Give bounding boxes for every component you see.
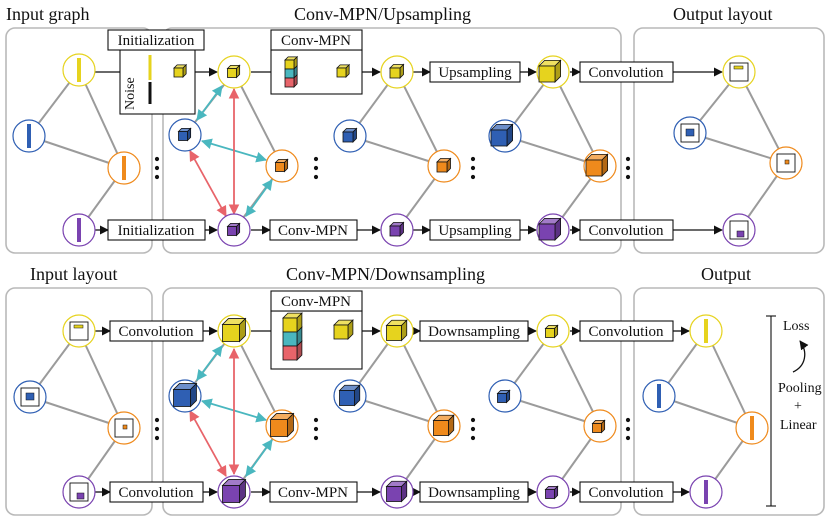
cube-icon — [436, 157, 452, 173]
room-bar-icon — [27, 124, 31, 148]
cube-icon — [389, 63, 405, 79]
room-mask-icon — [69, 321, 89, 341]
convolution-label-bottom-4: Convolution — [588, 485, 664, 501]
cube-icon — [490, 123, 514, 147]
convmpn-label-top-bottom: Conv-MPN — [278, 223, 348, 239]
title-input-graph: Input graph — [6, 4, 89, 24]
cube-icon — [342, 127, 358, 143]
convmpn-inset-label-bottom: Conv-MPN — [281, 294, 351, 310]
convmpn-inset-label-top: Conv-MPN — [281, 33, 351, 49]
cube-icon — [226, 222, 241, 237]
cube-icon — [585, 153, 609, 177]
cube-icon — [538, 217, 562, 241]
cube-stack-icon — [282, 312, 303, 361]
cube-icon — [389, 221, 405, 237]
convolution-label-bottom-3: Convolution — [118, 485, 194, 501]
convolution-label-bottom-1: Convolution — [118, 324, 194, 340]
pooling-label: Pooling — [778, 381, 822, 396]
convmpn-label-bottom: Conv-MPN — [278, 485, 348, 501]
cube-icon — [432, 414, 455, 437]
room-mask-icon — [114, 418, 134, 438]
convolution-label-top: Convolution — [588, 65, 664, 81]
panel-input-graph — [5, 27, 153, 254]
room-mask-icon — [729, 220, 749, 240]
initialization-label-top: Initialization — [118, 33, 195, 49]
ellipsis-dots-icon — [313, 417, 319, 441]
downsampling-label-top: Downsampling — [428, 324, 520, 340]
room-mask-icon — [20, 387, 40, 407]
cube-icon — [544, 485, 559, 500]
convmpn-inset-top: Conv-MPN — [270, 29, 363, 95]
message-passing-arrows — [189, 85, 273, 477]
panel-convmpn-downsampling — [162, 287, 622, 516]
initialization-label-box — [107, 29, 205, 51]
room-bar-icon — [77, 58, 81, 82]
ellipsis-dots-icon — [313, 156, 319, 180]
convolution-label-top-bottom: Convolution — [588, 223, 664, 239]
ellipsis-dots-icon — [154, 417, 160, 441]
upsampling-label-top: Upsampling — [438, 65, 512, 81]
loss-head: Loss Pooling + Linear — [766, 315, 822, 507]
cube-icon — [496, 389, 511, 404]
panel-output-layout — [633, 27, 825, 254]
cube-icon — [338, 384, 361, 407]
ellipsis-dots-icon — [625, 417, 631, 441]
cube-icon — [591, 419, 606, 434]
cube-icon — [333, 319, 354, 340]
cube-icon — [221, 478, 247, 504]
room-bar-icon — [704, 480, 708, 504]
room-bar-icon — [122, 156, 126, 180]
cube-icon — [544, 324, 559, 339]
plus-label: + — [794, 399, 802, 414]
panel-convmpn-upsampling — [162, 27, 622, 254]
room-bar-icon — [77, 218, 81, 242]
operation-labels: Upsampling Convolution Initialization Co… — [107, 61, 674, 503]
cube-icon — [177, 127, 192, 142]
room-mask-icon — [776, 153, 796, 173]
room-mask-icon — [729, 62, 749, 82]
cube-icon — [173, 63, 188, 78]
panel-input-layout — [5, 287, 153, 516]
cube-icon — [385, 319, 408, 342]
cube-icon — [221, 317, 247, 343]
ellipsis-dots-icon — [625, 156, 631, 180]
ellipsis-dots-icon — [154, 156, 160, 180]
curved-arrow-icon — [792, 340, 809, 373]
cube-icon — [336, 63, 351, 78]
noise-label: Noise — [123, 77, 138, 110]
cube-icon — [269, 412, 295, 438]
downsampling-label-bottom: Downsampling — [428, 485, 520, 501]
initialization-block: Initialization Noise — [107, 29, 205, 115]
title-output: Output — [701, 264, 751, 284]
title-convmpn-upsampling: Conv-MPN/Upsampling — [294, 4, 471, 24]
ellipsis-dots-icon — [470, 417, 476, 441]
cube-icon — [538, 59, 562, 83]
loss-label: Loss — [783, 319, 809, 334]
upsampling-label-bottom: Upsampling — [438, 223, 512, 239]
room-bar-icon — [750, 416, 754, 440]
cube-icon — [274, 158, 289, 173]
initialization-label-bottom: Initialization — [118, 223, 195, 239]
title-input-layout: Input layout — [30, 264, 118, 284]
room-mask-icon — [69, 482, 89, 502]
cube-icon — [172, 382, 198, 408]
linear-label: Linear — [780, 418, 817, 433]
panel-output — [633, 287, 825, 516]
cube-icon — [385, 480, 408, 503]
cube-stack-icon — [284, 55, 299, 88]
ellipsis-dots-icon — [470, 156, 476, 180]
title-output-layout: Output layout — [673, 4, 773, 24]
cube-icon — [226, 64, 241, 79]
convolution-label-bottom-2: Convolution — [588, 324, 664, 340]
room-bar-icon — [657, 384, 661, 408]
room-bar-icon — [704, 319, 708, 343]
title-convmpn-downsampling: Conv-MPN/Downsampling — [286, 264, 485, 284]
room-mask-icon — [680, 123, 700, 143]
